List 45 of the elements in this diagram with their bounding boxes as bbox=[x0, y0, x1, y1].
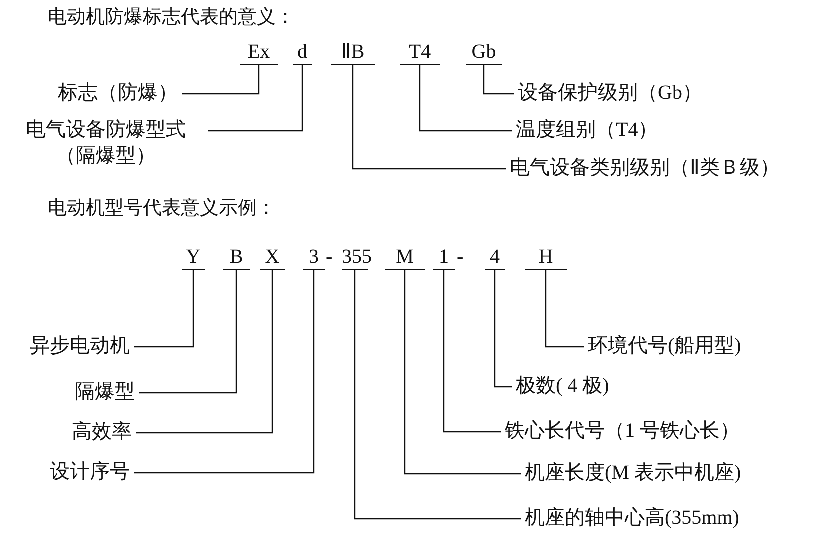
leader-line bbox=[134, 270, 315, 474]
leader-line bbox=[352, 65, 506, 170]
code-segment: B bbox=[223, 245, 250, 270]
meaning-label: 电气设备类别级别（Ⅱ类Ｂ级） bbox=[506, 155, 784, 181]
leader-line bbox=[404, 270, 521, 475]
hyphen: - bbox=[326, 245, 333, 269]
meaning-label: 机座的轴中心高(355mm) bbox=[521, 505, 744, 531]
meaning-label: 设计序号 bbox=[46, 459, 134, 485]
code-segment: H bbox=[525, 245, 567, 270]
code-segment: X bbox=[260, 245, 285, 270]
leader-line bbox=[443, 270, 501, 433]
meaning-label: 高效率 bbox=[68, 419, 136, 445]
meaning-label: 机座长度(M 表示中机座) bbox=[521, 460, 746, 486]
meaning-label: 极数( 4 极) bbox=[512, 373, 614, 399]
meaning-label: 电气设备防爆型式（隔爆型） bbox=[4, 117, 208, 169]
leader-line bbox=[136, 270, 274, 434]
leader-line bbox=[545, 270, 584, 348]
code-segment: T4 bbox=[400, 40, 440, 65]
meaning-label: 标志（防爆） bbox=[54, 80, 182, 106]
leader-line bbox=[134, 270, 194, 348]
code-segment: ⅡB bbox=[331, 40, 375, 65]
code-segment: Y bbox=[182, 245, 205, 270]
code-segment: M bbox=[385, 245, 425, 270]
leader-line bbox=[483, 65, 514, 95]
meaning-label: 设备保护级别（Gb） bbox=[514, 80, 706, 106]
hyphen: - bbox=[457, 245, 464, 269]
meaning-label: 温度组别（T4） bbox=[512, 117, 662, 143]
leader-line bbox=[182, 65, 260, 95]
section-heading: 电动机防爆标志代表的意义： bbox=[48, 6, 295, 30]
meaning-label: 隔爆型 bbox=[71, 379, 139, 405]
leader-line bbox=[139, 270, 238, 394]
code-segment: Gb bbox=[466, 40, 502, 65]
code-segment: 3 bbox=[303, 245, 325, 270]
code-segment: 1 bbox=[433, 245, 455, 270]
section-heading: 电动机型号代表意义示例： bbox=[48, 197, 276, 221]
leader-line bbox=[354, 270, 521, 520]
meaning-label: 异步电动机 bbox=[26, 333, 134, 359]
code-segment: 4 bbox=[485, 245, 505, 270]
leader-line bbox=[208, 65, 304, 132]
leader-line bbox=[494, 270, 512, 388]
code-segment: Ex bbox=[240, 40, 278, 65]
meaning-label: 环境代号(船用型) bbox=[584, 333, 746, 359]
meaning-label: 铁心长代号（1 号铁心长） bbox=[501, 418, 744, 444]
leader-line bbox=[419, 65, 512, 132]
code-segment: d bbox=[293, 40, 312, 65]
